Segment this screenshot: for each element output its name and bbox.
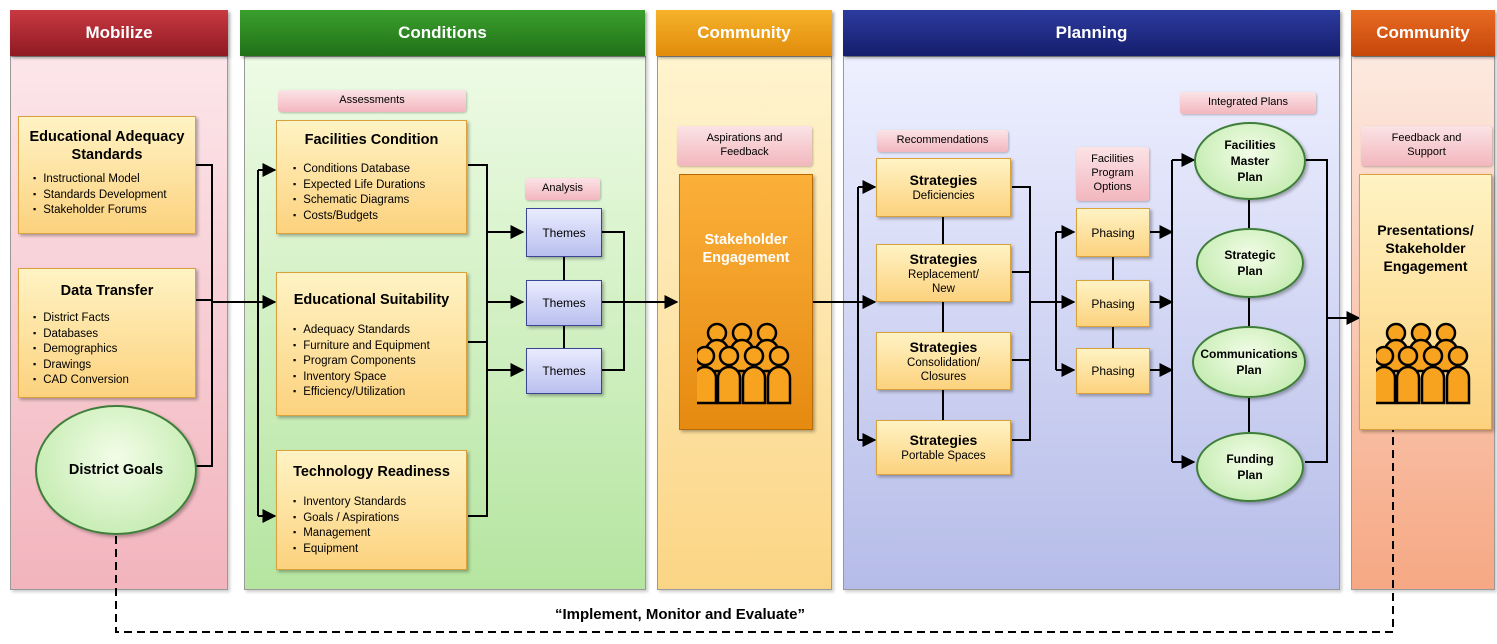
strategy-title: Strategies <box>909 432 978 448</box>
strategy-desc: Consolidation/ Closures <box>907 356 980 383</box>
list-item: Equipment <box>293 542 466 558</box>
strategy-title: Strategies <box>909 172 978 188</box>
strategic-plan-oval: Strategic Plan <box>1196 228 1304 298</box>
themes-box-3: Themes <box>526 348 602 394</box>
list-item: Inventory Standards <box>293 495 466 511</box>
themes-box-2: Themes <box>526 280 602 326</box>
integrated-plans-tag: Integrated Plans <box>1180 92 1316 114</box>
phasing-box-1: Phasing <box>1076 208 1150 257</box>
technology-readiness-title: Technology Readiness <box>293 464 450 480</box>
strategy-desc: Portable Spaces <box>901 450 986 462</box>
list-item: Management <box>293 526 466 542</box>
people-group-icon <box>697 322 792 405</box>
district-goals-oval: District Goals <box>35 405 197 535</box>
facilities-condition-box: Facilities Condition Conditions Database… <box>276 120 467 234</box>
list-item: Expected Life Durations <box>293 178 466 194</box>
list-item: Drawings <box>33 358 195 374</box>
facilities-master-plan-oval: Facilities Master Plan <box>1194 122 1306 200</box>
header-conditions: Conditions <box>240 10 645 56</box>
strategy-box-4: Strategies Portable Spaces <box>876 420 1011 475</box>
list-item: Stakeholder Forums <box>33 203 195 219</box>
phasing-box-3: Phasing <box>1076 348 1150 394</box>
list-item: Inventory Space <box>293 370 466 386</box>
educational-adequacy-standards-title: Educational Adequacy Standards <box>29 129 185 163</box>
presentations-stakeholder-title: Presentations/ Stakeholder Engagement <box>1377 222 1474 274</box>
educational-suitability-title: Educational Suitability <box>293 292 450 308</box>
facilities-program-options-tag: Facilities Program Options <box>1076 147 1149 201</box>
list-item: Databases <box>33 327 195 343</box>
list-item: Instructional Model <box>33 172 195 188</box>
strategy-desc: Deficiencies <box>912 190 975 202</box>
communications-plan-oval: Communications Plan <box>1192 326 1306 398</box>
list-item: Schematic Diagrams <box>293 193 466 209</box>
stakeholder-engagement-title: Stakeholder Engagement <box>702 232 790 266</box>
feedback-support-tag: Feedback and Support <box>1361 126 1492 166</box>
educational-adequacy-standards-box: Educational Adequacy Standards Instructi… <box>18 116 196 234</box>
strategy-box-1: Strategies Deficiencies <box>876 158 1011 217</box>
presentations-stakeholder-box: Presentations/ Stakeholder Engagement <box>1359 174 1492 430</box>
educational-suitability-box: Educational Suitability Adequacy Standar… <box>276 272 467 416</box>
strategy-title: Strategies <box>909 338 978 355</box>
people-group-icon <box>1376 322 1471 405</box>
list-item: Standards Development <box>33 188 195 204</box>
strategy-box-2: Strategies Replacement/ New <box>876 244 1011 302</box>
analysis-tag: Analysis <box>525 178 600 200</box>
list-item: Efficiency/Utilization <box>293 385 466 401</box>
header-community-1: Community <box>656 10 832 56</box>
data-transfer-title: Data Transfer <box>60 283 154 299</box>
list-item: Adequacy Standards <box>293 323 466 339</box>
phasing-box-2: Phasing <box>1076 280 1150 327</box>
feedback-loop-label: “Implement, Monitor and Evaluate” <box>554 606 806 623</box>
facilities-condition-title: Facilities Condition <box>304 132 439 148</box>
stakeholder-engagement-box: Stakeholder Engagement <box>679 174 813 430</box>
list-item: Demographics <box>33 342 195 358</box>
list-item: Furniture and Equipment <box>293 339 466 355</box>
funding-plan-oval: Funding Plan <box>1196 432 1304 502</box>
list-item: Costs/Budgets <box>293 209 466 225</box>
themes-box-1: Themes <box>526 208 602 257</box>
aspirations-feedback-tag: Aspirations and Feedback <box>677 126 812 166</box>
header-mobilize: Mobilize <box>10 10 228 56</box>
header-community-2: Community <box>1351 10 1495 56</box>
list-item: District Facts <box>33 311 195 327</box>
header-planning: Planning <box>843 10 1340 56</box>
recommendations-tag: Recommendations <box>877 130 1008 152</box>
strategy-box-3: Strategies Consolidation/ Closures <box>876 332 1011 390</box>
data-transfer-box: Data Transfer District Facts Databases D… <box>18 268 196 398</box>
list-item: Program Components <box>293 354 466 370</box>
list-item: Conditions Database <box>293 162 466 178</box>
assessments-tag: Assessments <box>278 90 466 112</box>
strategy-desc: Replacement/ New <box>908 268 979 295</box>
list-item: Goals / Aspirations <box>293 511 466 527</box>
list-item: CAD Conversion <box>33 373 195 389</box>
technology-readiness-box: Technology Readiness Inventory Standards… <box>276 450 467 570</box>
strategy-title: Strategies <box>909 250 978 267</box>
